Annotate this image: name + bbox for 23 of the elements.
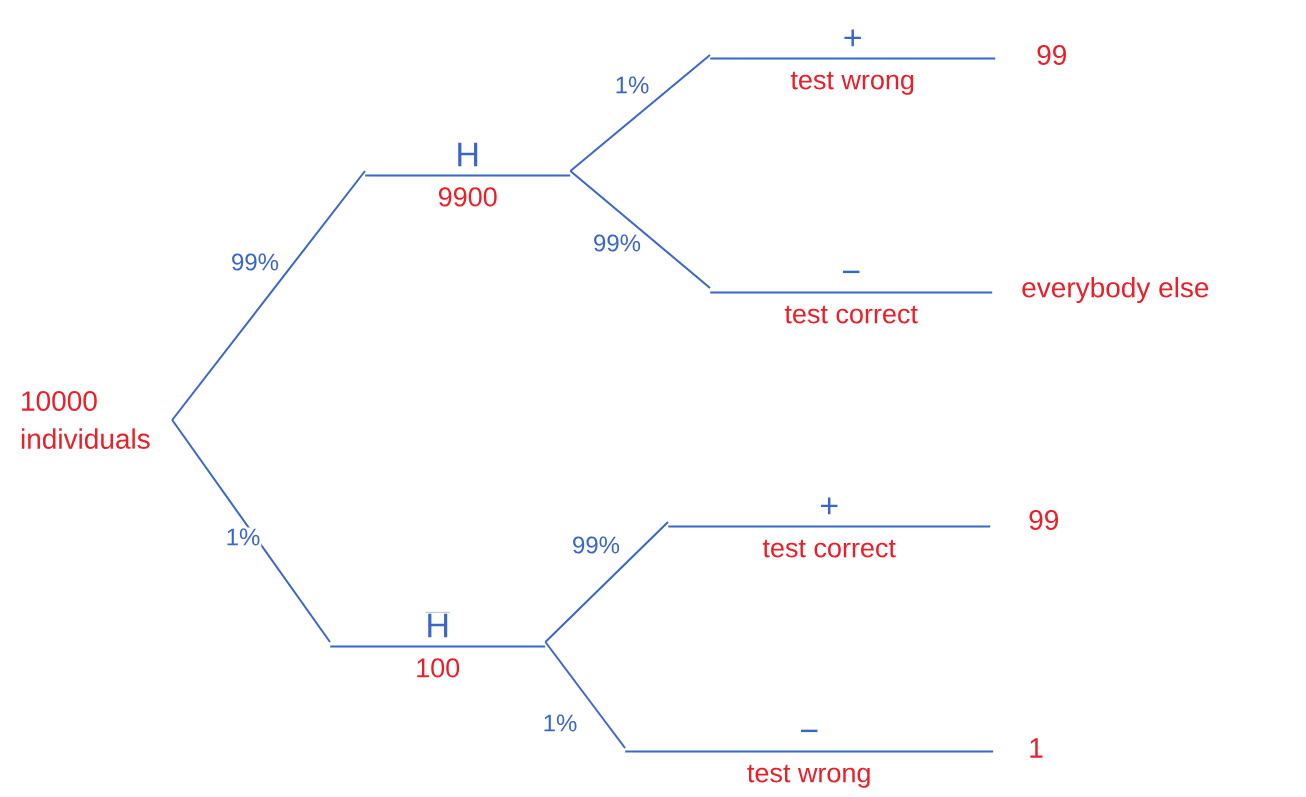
edge-label: 1% bbox=[544, 714, 577, 732]
branch-segment: + test correct bbox=[667, 497, 992, 558]
edge-label: 1% bbox=[616, 76, 649, 94]
edge-label: 99% bbox=[232, 253, 279, 271]
count-label: everybody else bbox=[1022, 276, 1209, 304]
edge-label: 1% bbox=[227, 528, 260, 546]
branch-segment: − test wrong bbox=[624, 729, 995, 788]
edge-label: 99% bbox=[594, 234, 641, 252]
branch-line bbox=[171, 170, 366, 421]
branch-segment: $\overline{\mathrm{H}}$ 100 bbox=[329, 612, 547, 678]
branch-segment: + test wrong bbox=[709, 29, 997, 95]
count-label: 1 bbox=[1030, 738, 1043, 758]
branch-segment: − test correct bbox=[709, 270, 994, 324]
branch-line bbox=[544, 521, 669, 643]
count-label: 99 bbox=[1029, 510, 1058, 530]
branch-line bbox=[544, 641, 626, 749]
branch-line bbox=[569, 170, 711, 289]
branch-segment: H 9900 bbox=[364, 142, 572, 207]
branch-line bbox=[569, 54, 711, 172]
edge-label: 99% bbox=[573, 536, 620, 554]
root-label: 10000 individuals bbox=[21, 391, 150, 449]
count-label: 99 bbox=[1037, 45, 1066, 65]
branch-line bbox=[171, 419, 331, 643]
